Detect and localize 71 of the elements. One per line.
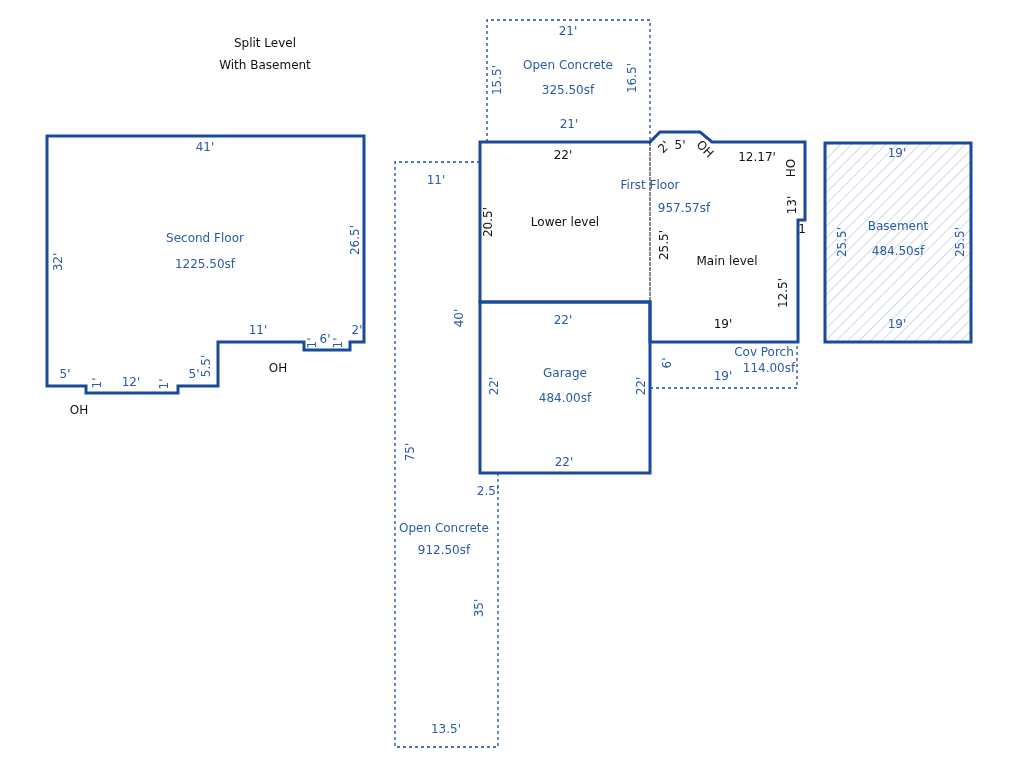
diagram-title: Split Level With Basement (218, 35, 312, 74)
dimension-label: 22' (553, 313, 573, 327)
dimension-label: OH (69, 403, 89, 417)
dimension-label: 35' (472, 598, 486, 618)
dimension-label: 12.17' (738, 150, 776, 164)
dimension-label: 40' (452, 308, 466, 328)
dimension-label: 5' (674, 138, 686, 152)
area-value: 957.57sf (657, 201, 711, 215)
dimension-label: OH (268, 361, 288, 375)
dimension-label: 41' (195, 140, 215, 154)
dimension-label: 25.5' (953, 227, 967, 257)
dimension-label: 22' (554, 455, 574, 469)
dimension-label: 2.5' (476, 484, 500, 498)
dimension-label: OH (783, 158, 797, 178)
area-name: First Floor (620, 178, 680, 192)
area-name: Basement (867, 219, 929, 233)
dimension-label: 22' (553, 148, 573, 162)
dimension-label: 25.5' (835, 227, 849, 257)
area-name: Main level (696, 254, 758, 268)
dimension-label: 15.5' (490, 65, 504, 95)
dimension-label: 1 (798, 222, 806, 236)
floor-outline (480, 132, 805, 342)
area-name: Open Concrete (523, 58, 613, 72)
dimension-label: 5' (188, 367, 200, 381)
dimension-label: 6' (660, 357, 674, 369)
dimension-label: 25.5' (657, 230, 671, 260)
dimension-label: 19' (887, 317, 907, 331)
area-value: 484.50sf (871, 244, 925, 258)
dimension-label: 2' (351, 323, 363, 337)
basement-outline (825, 143, 971, 342)
area-value: 114.00sf (742, 361, 796, 375)
dimension-label: 22' (634, 376, 648, 396)
concrete-area-outline (395, 162, 498, 747)
dimension-label: 6' (319, 332, 331, 346)
area-name: Open Concrete (399, 521, 489, 535)
dimension-label: 2' (655, 138, 673, 156)
area-value: 325.50sf (541, 83, 595, 97)
dimension-label: 75' (403, 442, 417, 462)
area-name: Cov Porch (734, 345, 794, 359)
dimension-label: 13.5' (431, 722, 461, 736)
dimension-label: 19' (887, 146, 907, 160)
dimension-label: 11' (248, 323, 268, 337)
area-value: 912.50sf (417, 543, 471, 557)
dimension-label: 1' (331, 337, 345, 349)
dimension-label: 19' (713, 369, 733, 383)
area-name: Second Floor (166, 231, 244, 245)
dimension-label: OH (693, 137, 717, 161)
dimension-label: 26.5' (348, 225, 362, 255)
dimension-label: 16.5' (625, 63, 639, 93)
dimension-label: 1' (157, 378, 171, 390)
dimension-label: 20.5' (481, 207, 495, 237)
dimension-label: 21' (559, 117, 579, 131)
area-value: 484.00sf (538, 391, 592, 405)
area-name: Garage (543, 366, 587, 380)
dimension-label: 1' (90, 377, 104, 389)
dimension-label: 12' (121, 375, 141, 389)
dimension-label: 1' (305, 337, 319, 349)
dimension-label: 5' (59, 367, 71, 381)
dimension-label: 11' (426, 173, 446, 187)
floor-outline (47, 136, 364, 393)
dimension-label: 5.5' (199, 354, 213, 378)
garage-outline (480, 302, 650, 473)
area-value: 1225.50sf (174, 257, 236, 271)
dimension-label: 12.5' (776, 278, 790, 308)
dimension-label: 13' (785, 195, 799, 215)
area-name: Lower level (530, 215, 600, 229)
dimension-label: 32' (51, 252, 65, 272)
dimension-label: 22' (487, 376, 501, 396)
dimension-label: 21' (558, 24, 578, 38)
dimension-label: 19' (713, 317, 733, 331)
concrete-area-outline (487, 20, 650, 142)
